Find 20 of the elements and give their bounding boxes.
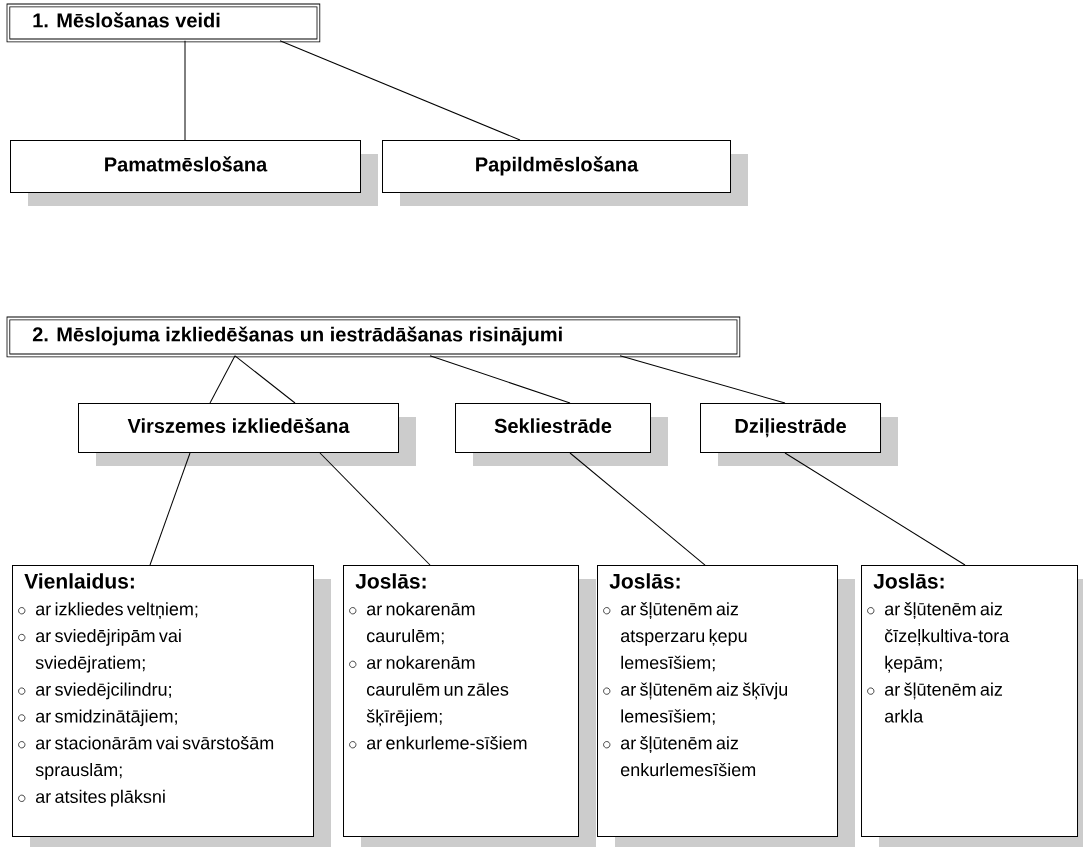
connector-line [184, 40, 186, 141]
connector-line [429, 355, 571, 404]
connector-line [209, 355, 236, 404]
category-box: Sekliestrāde [455, 403, 668, 466]
connector-line [234, 355, 296, 404]
connector-line [784, 452, 966, 566]
list-box: Joslās: ar šļūtenēm aiz atsperzaru ķepu lemesīšiem; ar šļūtenēm aiz šķīvju lemesīšiem; ar šļūtenēm aiz enkurlemesīšiem [597, 565, 855, 847]
connector-line [279, 40, 521, 141]
heading-box: 1. Mēslošanas veidi [6, 3, 321, 43]
list-box: Vienlaidus: ar izkliedes veltņiem; ar sviedējripām vai sviedējratiem; ar sviedējcilindru; ar smidzinātājiem; ar stacionārām vai svārstošām sprauslām; ar atsites plāksni [12, 565, 331, 847]
connector-line [319, 452, 431, 566]
list-box: Joslās: ar nokarenām caurulēm; ar nokarenām caurulēm un zāles šķīrējiem; ar enkurleme-sīšiem [343, 565, 596, 847]
connector-line [569, 452, 706, 566]
category-box: Papildmēslošana [382, 140, 748, 206]
category-box: Dziļiestrāde [700, 403, 898, 466]
heading-box: 2. Mēslojuma izkliedēšanas un iestrādāšanas risinājumi [6, 316, 741, 358]
category-box: Pamatmēslošana [10, 140, 378, 206]
category-box: Virszemes izkliedēšana [78, 403, 416, 466]
connector-line [619, 355, 786, 404]
list-box: Joslās: ar šļūtenēm aiz čīzeļkultiva-tora ķepām; ar šļūtenēm aiz arkla [861, 565, 1083, 847]
